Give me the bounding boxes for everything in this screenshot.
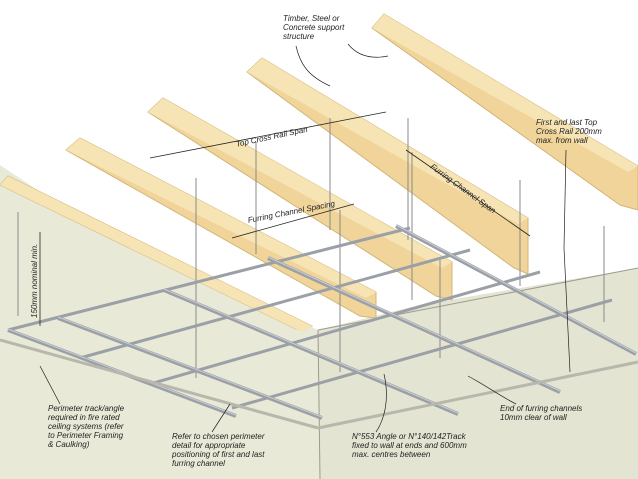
beam-top-5 xyxy=(0,176,312,332)
furring-channel-spacing-dim xyxy=(231,203,355,239)
leader-line-4 xyxy=(211,403,231,433)
furring-channel-highlight-5 xyxy=(7,328,237,416)
furring-channel-highlight-2 xyxy=(267,256,561,392)
furring-channel-highlight-3 xyxy=(163,288,459,414)
leader-line-1 xyxy=(295,43,389,87)
nominal-150-label: 150mm nominal min. xyxy=(30,243,39,318)
furring-channel-3 xyxy=(163,288,459,416)
beam-top-1 xyxy=(372,14,638,172)
top-cross-rail-4 xyxy=(231,298,613,410)
furring-channel-highlight-1 xyxy=(395,224,637,354)
beam-top-4 xyxy=(66,138,376,298)
right-wall xyxy=(318,268,638,479)
angle-track-label: N°553 Angle or N°140/142Track fixed to w… xyxy=(352,432,467,459)
support-beams xyxy=(0,13,638,332)
perimeter-track xyxy=(0,338,638,430)
top-cross-rail-span-dim xyxy=(149,111,387,159)
furring-channel-4 xyxy=(57,316,323,420)
top-cross-rail-2 xyxy=(79,248,471,360)
top-cross-rail-3 xyxy=(149,270,541,386)
furring-channel-1 xyxy=(395,224,637,356)
furring-channel-2 xyxy=(267,256,561,394)
perimeter-track-right xyxy=(317,360,638,430)
leader-line-2 xyxy=(563,149,571,373)
beam-top-3 xyxy=(148,98,452,268)
top-cross-rails xyxy=(7,226,613,410)
leader-lines xyxy=(39,43,571,433)
walls xyxy=(0,165,638,479)
leader-line-3 xyxy=(39,365,61,405)
leader-line-6 xyxy=(467,375,517,405)
beam-2 xyxy=(246,57,529,275)
end-furring-label: End of furring channels 10mm clear of wa… xyxy=(500,404,583,422)
support-structure-label: Timber, Steel or Concrete support struct… xyxy=(283,14,345,41)
perimeter-detail-label: Refer to chosen perimeter detail for app… xyxy=(172,432,265,468)
left-wall xyxy=(0,165,320,479)
perimeter-track-left xyxy=(0,338,319,430)
leader-line-5 xyxy=(375,373,387,433)
beam-top-2 xyxy=(247,58,528,224)
dimension-lines xyxy=(39,111,531,326)
perimeter-track-label: Perimeter track/angle required in fire r… xyxy=(48,404,125,449)
furring-channel-span-dim xyxy=(405,149,531,237)
first-last-top-cross-rail-label: First and last Top Cross Rail 200mm max.… xyxy=(536,118,602,145)
top-cross-rail-1 xyxy=(7,226,411,332)
hanger-rods xyxy=(17,118,605,378)
furring-channel-highlight-4 xyxy=(57,316,323,418)
